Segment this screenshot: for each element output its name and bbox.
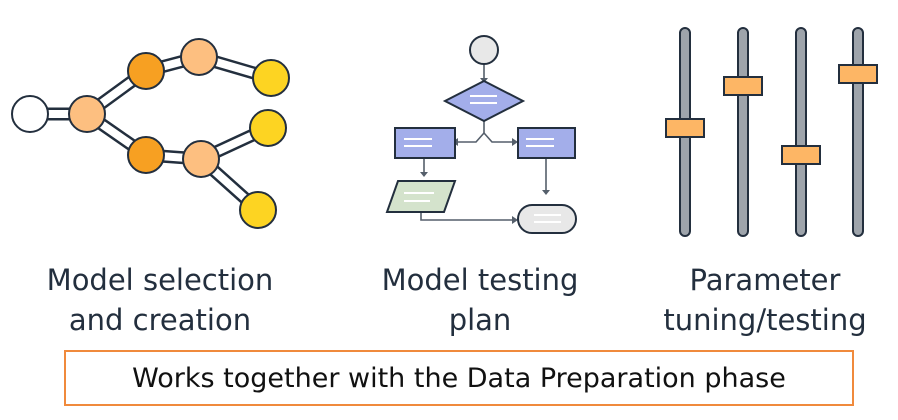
graph-node-peach	[68, 95, 106, 133]
graph-node-orange	[127, 136, 165, 174]
slider-3	[781, 27, 821, 237]
flowchart-icon	[385, 35, 577, 234]
graph-node-yellow	[252, 59, 290, 97]
caption-line: and creation	[68, 303, 252, 337]
flow-decision-node	[442, 79, 526, 123]
flow-end-node	[517, 204, 577, 234]
illustrations	[11, 27, 878, 237]
flow-start-node	[469, 35, 499, 65]
flow-process-right	[517, 127, 576, 159]
graph-node-peach	[182, 140, 220, 178]
graph-node-start	[11, 95, 49, 133]
slider-knob	[665, 118, 705, 138]
caption-testing-plan: Model testing plan	[345, 260, 615, 340]
graph-node-orange	[127, 52, 165, 90]
flow-process-left	[394, 127, 456, 159]
caption-line: Parameter	[689, 263, 841, 297]
graph-node-peach	[180, 38, 218, 76]
caption-line: Model testing	[381, 263, 579, 297]
graph-node-yellow	[249, 109, 287, 147]
slider-2	[723, 27, 763, 237]
slider-knob	[723, 76, 763, 96]
node-graph-icon	[11, 38, 290, 229]
slider-4	[838, 27, 878, 237]
caption-parameter-tuning: Parameter tuning/testing	[640, 260, 890, 340]
banner-text: Works together with the Data Preparation…	[132, 362, 786, 394]
caption-model-selection: Model selection and creation	[20, 260, 300, 340]
slider-controls-icon	[665, 27, 878, 237]
graph-node-yellow	[239, 191, 277, 229]
caption-line: Model selection	[46, 263, 274, 297]
data-preparation-banner: Works together with the Data Preparation…	[64, 350, 854, 406]
caption-line: tuning/testing	[663, 303, 867, 337]
slider-1	[665, 27, 705, 237]
slider-knob	[838, 64, 878, 84]
caption-line: plan	[448, 303, 512, 337]
slider-knob	[781, 145, 821, 165]
flow-data-node	[385, 180, 457, 213]
